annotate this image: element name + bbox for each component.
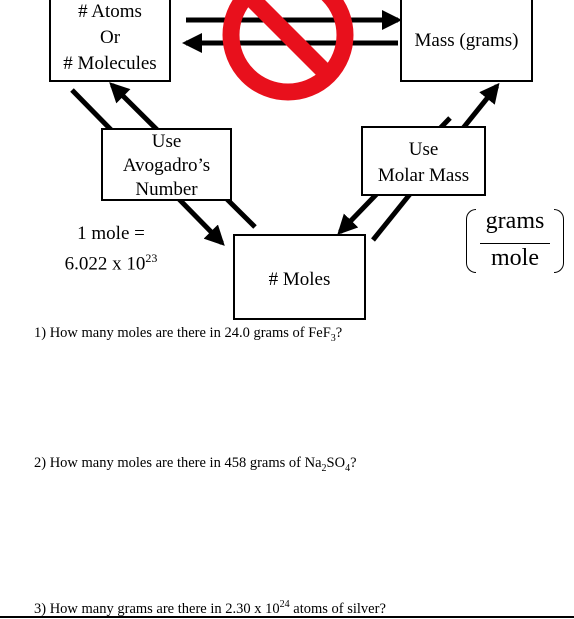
mole-equivalence: 1 mole = 6.022 x 1023 [49,222,173,276]
moles-label: # Moles [268,269,331,290]
or-label: Or [99,27,121,48]
molar-mass-box: Use Molar Mass [361,126,486,196]
atoms-or-molecules-box: # Atoms Or # Molecules [49,0,171,82]
molar-use-label: Use [408,139,439,160]
mass-label: Mass (grams) [414,30,519,51]
fraction-bar [480,243,550,244]
moles-box: # Moles [233,234,366,320]
one-mole-label: 1 mole = [77,223,145,244]
question-3: 3) How many grams are there in 2.30 x 10… [34,599,386,617]
grams-per-mole-fraction: grams mole [464,205,566,277]
page-bottom-rule [0,616,574,618]
avogadro-constant: 6.022 x 1023 [64,251,158,275]
avogadro-use-label: Use [151,131,182,152]
mass-grams-box: Mass (grams) [400,0,533,82]
molar-mass-label: Molar Mass [377,165,470,186]
prohibited-icon [222,0,354,101]
avogadro-number-label: Number [135,179,198,200]
question-1: 1) How many moles are there in 24.0 gram… [34,325,343,344]
fraction-numerator: grams [485,208,545,234]
avogadro-name-label: Avogadro’s [122,155,211,176]
right-paren [554,209,564,273]
molecules-label: # Molecules [63,53,157,74]
fraction-denominator: mole [491,245,539,271]
atoms-label: # Atoms [78,1,142,22]
avogadro-box: Use Avogadro’s Number [101,128,232,201]
question-2: 2) How many moles are there in 458 grams… [34,455,357,474]
